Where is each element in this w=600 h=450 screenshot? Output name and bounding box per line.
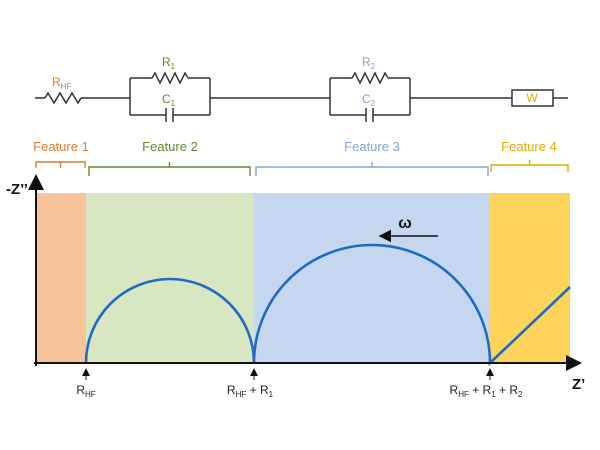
label-c1: C1 — [162, 92, 176, 108]
x-axis-label: Z’ — [572, 376, 585, 393]
feature-4-bracket — [490, 160, 569, 172]
resistor-r2 — [351, 71, 389, 85]
y-axis-label: -Z’’ — [6, 181, 28, 198]
resistor-r1 — [151, 71, 189, 85]
feature-1-bracket — [35, 161, 86, 168]
resistor-rhf — [44, 91, 82, 105]
label-rhf: RHF — [52, 75, 71, 91]
label-warburg: W — [526, 91, 538, 105]
tick-label-rhf: RHF — [76, 383, 95, 399]
feature-3-label: Feature 3 — [344, 139, 400, 154]
equivalent-circuit — [35, 71, 568, 122]
tick-label-rhf-r1: RHF + R1 — [227, 383, 274, 399]
impedance-curve — [84, 243, 571, 367]
feature-2-bracket — [88, 162, 251, 176]
region-feature-4 — [490, 193, 570, 363]
tick-label-rhf-r1-r2: RHF + R1 + R2 — [450, 383, 523, 399]
label-c2: C2 — [362, 92, 376, 108]
feature-4-label: Feature 4 — [501, 139, 557, 154]
label-r1: R1 — [162, 55, 176, 71]
label-r2: R2 — [362, 55, 376, 71]
feature-2-label: Feature 2 — [142, 139, 198, 154]
region-feature-3 — [254, 193, 490, 363]
omega-label: ω — [398, 215, 412, 232]
feature-1-label: Feature 1 — [33, 139, 89, 154]
region-feature-1 — [36, 193, 86, 363]
feature-3-bracket — [255, 162, 489, 176]
